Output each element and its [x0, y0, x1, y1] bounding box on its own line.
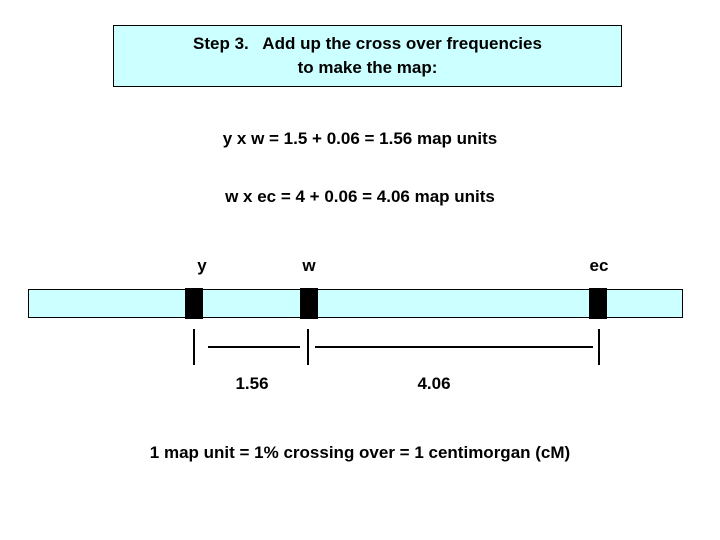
equation-y-w: y x w = 1.5 + 0.06 = 1.56 map units	[222, 129, 498, 148]
distance-tick-w	[307, 329, 309, 365]
chromosome-bar	[28, 289, 683, 318]
step-title-line-1: Step 3. Add up the cross over frequencie…	[193, 34, 542, 53]
distance-tick-y	[193, 329, 195, 365]
equation-w-ec: w x ec = 4 + 0.06 = 4.06 map units	[225, 187, 495, 206]
locus-band-y	[185, 288, 203, 319]
locus-label-ec: ec	[589, 256, 609, 275]
locus-label-w: w	[302, 256, 316, 275]
step-title-line-2: to make the map:	[297, 58, 438, 77]
distance-bracket-w-ec	[315, 346, 593, 348]
distance-value-y-w: 1.56	[235, 374, 269, 393]
locus-label-y: y	[197, 256, 207, 275]
distance-value-w-ec: 4.06	[417, 374, 451, 393]
distance-bracket-y-w	[208, 346, 300, 348]
distance-tick-ec	[598, 329, 600, 365]
step-title-box: Step 3. Add up the cross over frequencie…	[113, 25, 622, 87]
locus-band-w	[300, 288, 318, 319]
locus-band-ec	[589, 288, 607, 319]
map-unit-definition: 1 map unit = 1% crossing over = 1 centim…	[149, 443, 571, 462]
